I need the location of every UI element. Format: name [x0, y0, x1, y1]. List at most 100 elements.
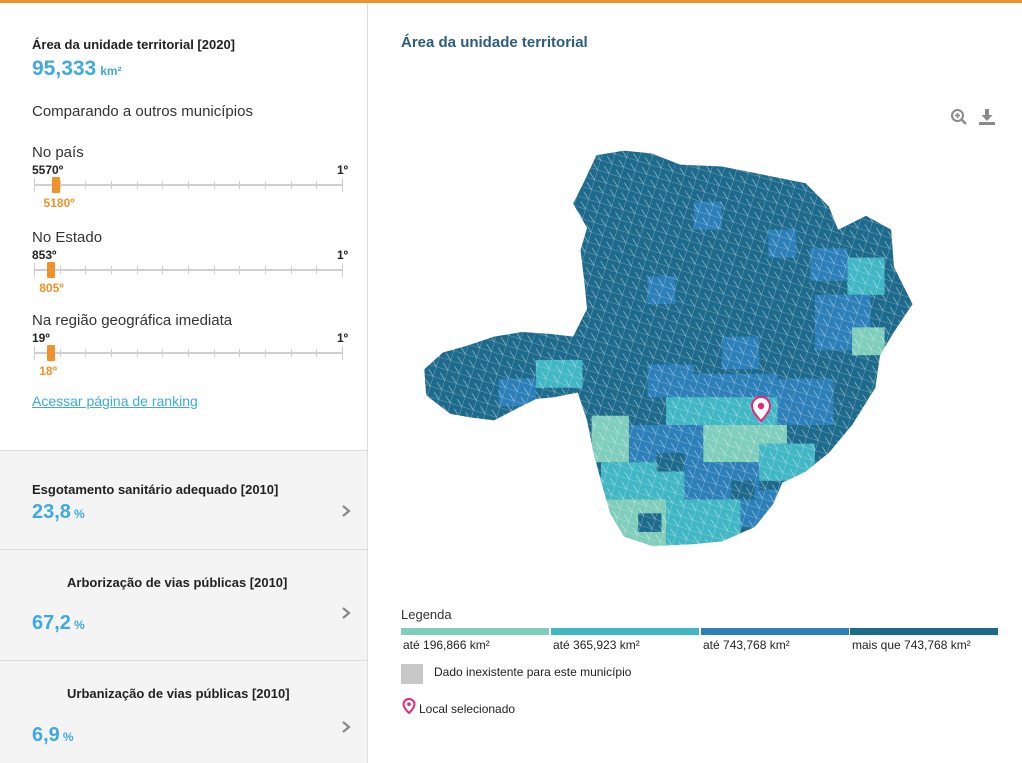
ranking-tick: [136, 181, 138, 189]
ranking-tick: [59, 266, 61, 274]
ranking-tick: [290, 181, 292, 189]
indicator-card-title: Arborização de vias públicas [2010]: [67, 575, 288, 590]
ranking-tick: [59, 181, 61, 189]
indicator-card-title: Urbanização de vias públicas [2010]: [67, 686, 290, 701]
legend-item: até 196,866 km²: [401, 628, 549, 652]
ranking-tick: [34, 178, 35, 192]
top-accent-rule: [0, 0, 1022, 3]
ranking-tick: [316, 266, 318, 274]
indicator-card-number: 67,2: [32, 612, 71, 634]
ranking-tick: [316, 181, 318, 189]
download-icon[interactable]: [978, 108, 996, 126]
ranking-tick: [239, 266, 241, 274]
map-borders: [424, 150, 913, 546]
legend-label: até 743,768 km²: [703, 638, 790, 652]
ranking-tick: [239, 181, 241, 189]
ranking-tick: [290, 266, 292, 274]
legend-swatch: [701, 628, 849, 635]
indicator-card-sanitation[interactable]: Esgotamento sanitário adequado [2010] 23…: [0, 450, 368, 549]
selected-location-label: Local selecionado: [419, 702, 516, 716]
ranking-tick: [111, 266, 112, 274]
legend-label: mais que 743,768 km²: [852, 638, 971, 652]
ranking-tick: [34, 263, 35, 277]
indicator-title: Área da unidade territorial [2020]: [32, 37, 236, 52]
no-data-label: Dado inexistente para este município: [434, 665, 632, 679]
map-toolbar: [950, 108, 1000, 126]
ranking-position: 5180º: [43, 196, 75, 210]
legend: até 196,866 km² até 365,923 km² até 743,…: [401, 628, 999, 652]
ranking-tick: [265, 266, 266, 274]
legend-swatch: [401, 628, 549, 635]
ranking-position: 18º: [39, 364, 57, 378]
ranking-tick: [342, 346, 343, 360]
map-pin-icon: [402, 698, 416, 714]
legend-label: até 365,923 km²: [553, 638, 640, 652]
ranking-max: 1º: [336, 163, 348, 177]
ranking-tick: [265, 181, 266, 189]
ranking-tick: [85, 181, 87, 189]
ranking-label: No Estado: [32, 229, 103, 246]
indicator-card-value: 67,2%: [32, 612, 85, 635]
chevron-right-icon: [342, 505, 351, 517]
ranking-max: 1º: [336, 248, 348, 262]
ranking-tick: [162, 349, 164, 357]
indicator-card-urbanization[interactable]: Urbanização de vias públicas [2010] 6,9%: [0, 660, 368, 763]
ranking-tick: [316, 349, 318, 357]
ranking-min: 19º: [32, 331, 50, 345]
ranking-tick: [239, 349, 241, 357]
ranking-country: No país 5570º 1º 5180º: [32, 144, 350, 214]
indicator-card-value: 23,8%: [32, 501, 85, 524]
compare-title: Comparando a outros municípios: [32, 103, 253, 120]
indicator-card-title: Esgotamento sanitário adequado [2010]: [32, 482, 279, 497]
ranking-tick: [188, 349, 189, 357]
ranking-tick: [59, 349, 61, 357]
ranking-region: Na região geográfica imediata 19º 1º 18º: [32, 312, 350, 382]
ranking-tick: [290, 349, 292, 357]
ranking-tick: [136, 266, 138, 274]
legend-swatch: [551, 628, 699, 635]
state-choropleth-map[interactable]: [420, 150, 920, 580]
ranking-marker: [47, 345, 56, 361]
indicator-card-trees[interactable]: Arborização de vias públicas [2010] 67,2…: [0, 549, 368, 660]
ranking-tick: [34, 346, 35, 360]
ranking-page-link[interactable]: Acessar página de ranking: [32, 393, 198, 409]
chevron-right-icon: [342, 607, 351, 619]
main-indicator-card: Área da unidade territorial [2020] 95,33…: [0, 3, 368, 450]
ranking-marker: [47, 262, 56, 278]
ranking-tick: [213, 349, 215, 357]
ranking-tick: [265, 349, 266, 357]
ranking-tick: [188, 181, 189, 189]
ranking-min: 853º: [32, 248, 57, 262]
selected-location-dot: [757, 402, 765, 410]
ranking-tick: [342, 263, 343, 277]
ranking-tick: [111, 181, 112, 189]
ranking-tick: [85, 266, 87, 274]
ranking-tick: [85, 349, 87, 357]
ranking-max: 1º: [336, 331, 348, 345]
ranking-tick: [162, 181, 164, 189]
no-data-swatch: [401, 664, 423, 684]
legend-item: mais que 743,768 km²: [850, 628, 998, 652]
ranking-marker: [51, 177, 60, 193]
indicator-card-unit: %: [62, 730, 74, 744]
ranking-tick: [136, 349, 138, 357]
ranking-position: 805º: [39, 281, 64, 295]
zoom-in-icon[interactable]: [950, 108, 968, 126]
indicator-card-number: 6,9: [32, 724, 60, 746]
ranking-label: No país: [32, 144, 84, 161]
indicator-card-unit: %: [73, 507, 85, 521]
indicator-card-number: 23,8: [32, 501, 71, 523]
ranking-state: No Estado 853º 1º 805º: [32, 229, 350, 299]
chevron-right-icon: [342, 721, 351, 733]
ranking-tick: [213, 181, 215, 189]
indicator-card-value: 6,9%: [32, 724, 73, 747]
legend-item: até 365,923 km²: [551, 628, 699, 652]
ranking-tick: [162, 266, 164, 274]
legend-item: até 743,768 km²: [701, 628, 849, 652]
ranking-tick: [111, 349, 112, 357]
legend-title: Legenda: [401, 607, 452, 622]
indicator-unit: km²: [100, 64, 122, 78]
ranking-tick: [342, 178, 343, 192]
legend-swatch: [850, 628, 998, 635]
